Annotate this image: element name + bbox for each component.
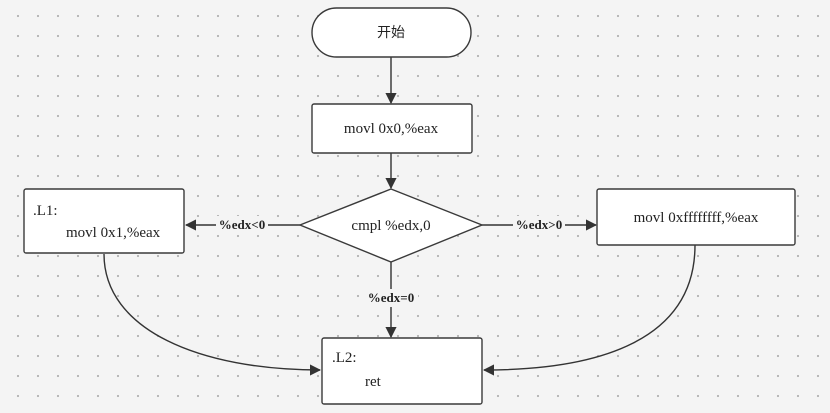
node-init-label: movl 0x0,%eax <box>344 121 439 137</box>
node-start[interactable]: 开始 <box>311 7 472 58</box>
edge-label-lt: %edx<0 <box>216 216 268 234</box>
node-l1-tag: .L1: <box>33 203 58 219</box>
edge-label-eq-text: %edx=0 <box>368 290 414 305</box>
node-cmp[interactable]: cmpl %edx,0 <box>298 188 484 263</box>
node-start-label: 开始 <box>377 25 405 41</box>
edge-label-lt-text: %edx<0 <box>219 217 265 232</box>
edge-gt-to-l2 <box>482 244 696 376</box>
node-gt-label: movl 0xffffffff,%eax <box>634 210 759 226</box>
edge-label-eq: %edx=0 <box>364 289 418 307</box>
node-l1[interactable]: .L1: movl 0x1,%eax <box>23 188 185 254</box>
node-l1-body: movl 0x1,%eax <box>66 225 161 241</box>
edge-label-gt-text: %edx>0 <box>516 217 562 232</box>
node-l2[interactable]: .L2: ret <box>321 337 483 405</box>
node-cmp-label: cmpl %edx,0 <box>351 218 430 234</box>
edge-l1-to-l2 <box>103 253 322 376</box>
edge-label-gt: %edx>0 <box>513 216 565 234</box>
node-l2-body: ret <box>365 374 382 390</box>
node-gt[interactable]: movl 0xffffffff,%eax <box>596 188 796 246</box>
node-l2-tag: .L2: <box>332 350 357 366</box>
node-init[interactable]: movl 0x0,%eax <box>311 103 473 154</box>
